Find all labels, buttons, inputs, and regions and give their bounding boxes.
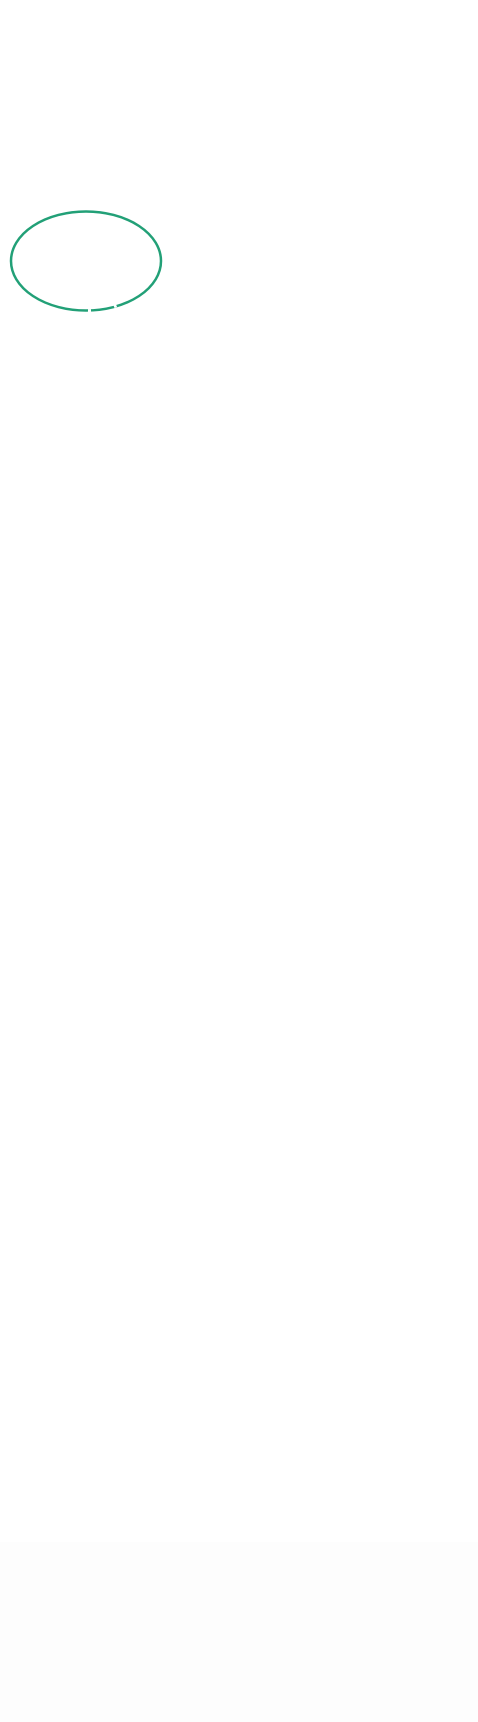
bottom-area [0, 1542, 478, 1722]
ellipse-outline [9, 210, 163, 312]
ellipse-shape-container [8, 208, 164, 314]
outline-gap-2 [113, 304, 118, 308]
ellipse-shape [9, 210, 163, 313]
